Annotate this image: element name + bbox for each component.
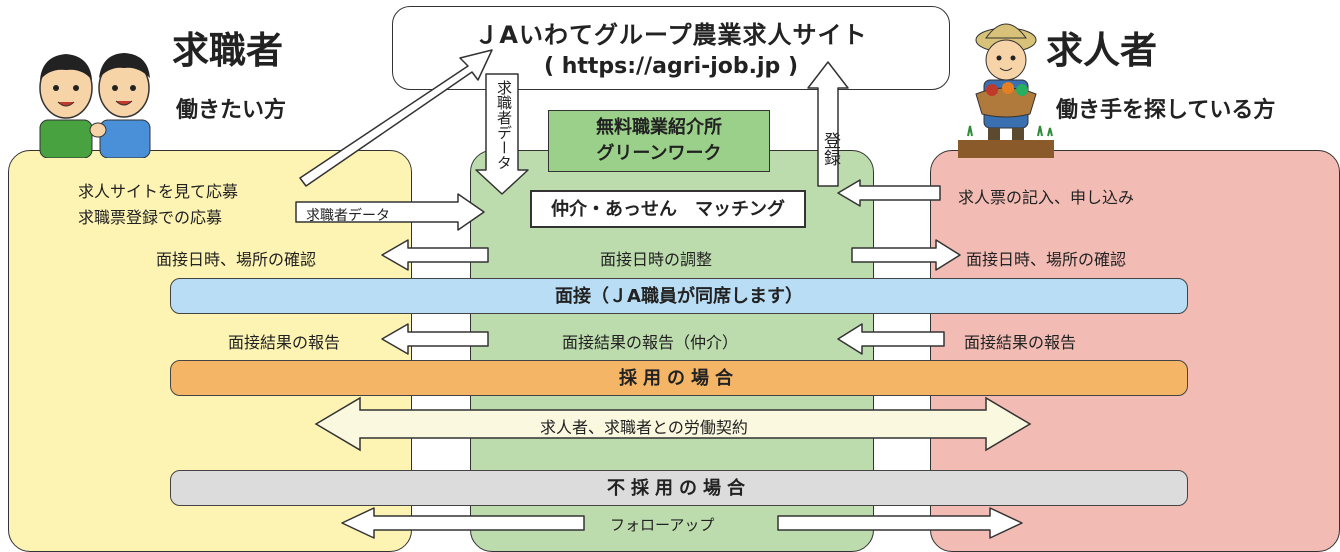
job-seekers-illustration: [39, 53, 151, 158]
result-to-seeker-arrow: [381, 323, 489, 355]
hire-bar: 採用の場合: [170, 360, 1188, 396]
seeker-data-right-arrow: [295, 193, 485, 231]
reject-bar: 不採用の場合: [170, 470, 1188, 506]
seeker-interview-confirm: 面接日時、場所の確認: [156, 250, 317, 269]
office-name-line1: 無料職業紹介所: [596, 117, 722, 138]
employer-title: 求人者: [1046, 29, 1157, 72]
follow-up-right-arrow: [777, 507, 1023, 539]
seeker-apply-registration: 求職票登録での応募: [78, 208, 223, 227]
employer-result-report: 面接結果の報告: [964, 333, 1077, 352]
office-name-line2: グリーンワーク: [596, 143, 722, 164]
register-up-arrow: [807, 61, 849, 187]
seeker-result-report: 面接結果の報告: [228, 333, 341, 352]
seeker-subtitle: 働きたい方: [176, 98, 287, 123]
seeker-data-down-arrow: [475, 73, 529, 195]
seeker-title: 求職者: [172, 29, 283, 72]
employer-subtitle: 働き手を探している方: [1056, 98, 1276, 123]
seeker-data-label: 求職者データ: [306, 208, 390, 224]
seeker-apply-site: 求人サイトを見て応募: [78, 182, 239, 201]
contract-double-arrow: [314, 396, 1032, 452]
employer-apply: 求人票の記入、申し込み: [958, 188, 1135, 207]
seeker-data-vertical-label: 求職者データ: [495, 80, 513, 170]
register-label: 登録: [820, 132, 840, 166]
schedule-to-employer-arrow: [851, 239, 961, 271]
contract-label: 求人者、求職者との労働契約: [540, 418, 748, 437]
follow-up-left-arrow: [341, 507, 585, 539]
result-from-employer-arrow: [837, 323, 945, 355]
farmer-illustration: [958, 23, 1054, 158]
interview-bar: 面接（ＪA職員が同席します）: [170, 278, 1188, 314]
site-title: ＪAいわてグループ農業求人サイト: [474, 21, 868, 49]
follow-up-label: フォローアップ: [610, 516, 715, 534]
job-site-box: ＪAいわてグループ農業求人サイト ( https://agri-job.jp ): [392, 6, 950, 90]
center-result-report: 面接結果の報告（仲介）: [562, 333, 739, 352]
center-schedule: 面接日時の調整: [600, 250, 713, 269]
apply-via-site-arrow: [299, 49, 493, 187]
schedule-to-seeker-arrow: [381, 239, 489, 271]
matching-box: 仲介・あっせん マッチング: [530, 190, 806, 228]
site-url: ( https://agri-job.jp ): [544, 54, 798, 79]
employer-apply-arrow: [837, 179, 941, 207]
office-box: 無料職業紹介所 グリーンワーク: [548, 110, 770, 172]
employer-interview-confirm: 面接日時、場所の確認: [966, 250, 1127, 269]
